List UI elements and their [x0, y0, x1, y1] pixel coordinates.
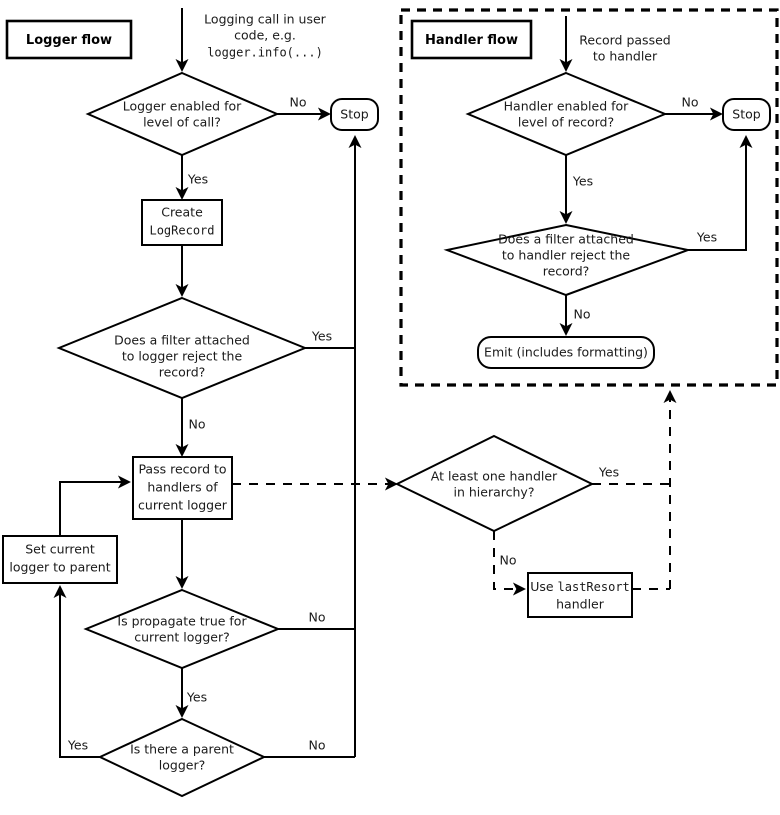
edge-label-handler-filter-yes: Yes [696, 230, 717, 245]
edge-parent-yes-to-setparent [53, 585, 100, 758]
edge-label-logger-enabled-yes: Yes [187, 172, 208, 187]
edge-label-logger-filter-no: No [189, 417, 206, 432]
decision-logger-filter-line3: record? [159, 365, 206, 380]
logger-entry-note-line3: logger.info(...) [207, 46, 323, 60]
process-pass-record-line2: handlers of [147, 480, 218, 495]
decision-logger-filter-line2: to logger reject the [122, 349, 243, 364]
edge-atleast-no-to-lastresort [493, 531, 526, 596]
process-set-parent-line1: Set current [25, 542, 95, 557]
process-lastresort-prefix: Use [530, 579, 557, 594]
decision-propagate-line1: Is propagate true for [117, 614, 247, 629]
edge-label-parent-no: No [309, 738, 326, 753]
terminal-logger-stop [330, 98, 379, 131]
decision-logger-filter-line1: Does a filter attached [114, 333, 250, 348]
edge-label-handler-enabled-yes: Yes [572, 174, 593, 189]
terminal-logger-stop-label: Stop [340, 107, 368, 122]
decision-handler-enabled-line1: Handler enabled for [504, 99, 630, 114]
edge-label-handler-filter-no: No [574, 307, 591, 322]
edge-label-handler-enabled-no: No [682, 95, 699, 110]
decision-handler-filter-line2: to handler reject the [502, 248, 631, 263]
legend-handler-flow-box [410, 19, 533, 60]
decision-atleast-line1: At least one handler [431, 469, 558, 484]
process-set-parent-line2: logger to parent [9, 560, 110, 575]
decision-is-there-parent-logger [97, 717, 267, 798]
logger-entry-note-line2: code, e.g. [234, 28, 296, 43]
process-create-logrecord-line1: Create [161, 205, 203, 220]
decision-parent-line2: logger? [159, 758, 205, 773]
edge-setparent-to-pass-record [59, 475, 131, 536]
decision-parent-line1: Is there a parent [130, 742, 234, 757]
terminal-emit [477, 336, 655, 369]
terminal-handler-stop-label: Stop [732, 107, 760, 122]
process-use-lastresort-handler [527, 572, 633, 618]
handler-flow-group-box [399, 8, 779, 387]
edge-handler-filter-yes-to-stop [688, 135, 753, 251]
edge-label-propagate-yes: Yes [186, 690, 207, 705]
handler-entry-note-line1: Record passed [579, 33, 670, 48]
process-lastresort-line2: handler [556, 597, 605, 612]
edge-label-atleast-yes: Yes [598, 465, 619, 480]
process-lastresort-code: lastResort [558, 580, 630, 594]
process-create-logrecord-line2: LogRecord [149, 224, 214, 238]
process-pass-record-line1: Pass record to [138, 462, 226, 477]
edge-label-atleast-no: No [500, 553, 517, 568]
decision-propagate-line2: current logger? [134, 630, 230, 645]
legend-logger-flow-label: Logger flow [26, 33, 112, 48]
process-pass-record-line3: current logger [138, 498, 228, 513]
decision-at-least-one-handler [394, 434, 595, 533]
process-set-current-logger-to-parent [2, 535, 118, 584]
process-pass-record-to-handlers [132, 456, 233, 520]
legend-logger-flow-box [5, 19, 133, 60]
decision-logger-enabled-line1: Logger enabled for [123, 99, 242, 114]
terminal-emit-label: Emit (includes formatting) [484, 345, 648, 360]
process-create-logrecord [141, 199, 223, 246]
terminal-handler-stop [722, 98, 771, 131]
decision-atleast-line2: in hierarchy? [454, 485, 535, 500]
decision-handler-filter-line1: Does a filter attached [498, 232, 634, 247]
legend-handler-flow-label: Handler flow [425, 33, 518, 48]
decision-logger-enabled-line2: level of call? [143, 115, 221, 130]
logger-entry-note-line1: Logging call in user [204, 12, 327, 27]
decision-handler-enabled-line2: level of record? [518, 115, 614, 130]
handler-entry-note-line2: to handler [593, 49, 658, 64]
edge-label-parent-yes: Yes [67, 738, 88, 753]
edge-label-logger-filter-yes: Yes [311, 329, 332, 344]
decision-handler-filter-line3: record? [543, 264, 590, 279]
edge-label-propagate-no: No [309, 610, 326, 625]
process-lastresort-line1: Use lastResort [530, 579, 630, 594]
edge-label-logger-enabled-no: No [290, 95, 307, 110]
